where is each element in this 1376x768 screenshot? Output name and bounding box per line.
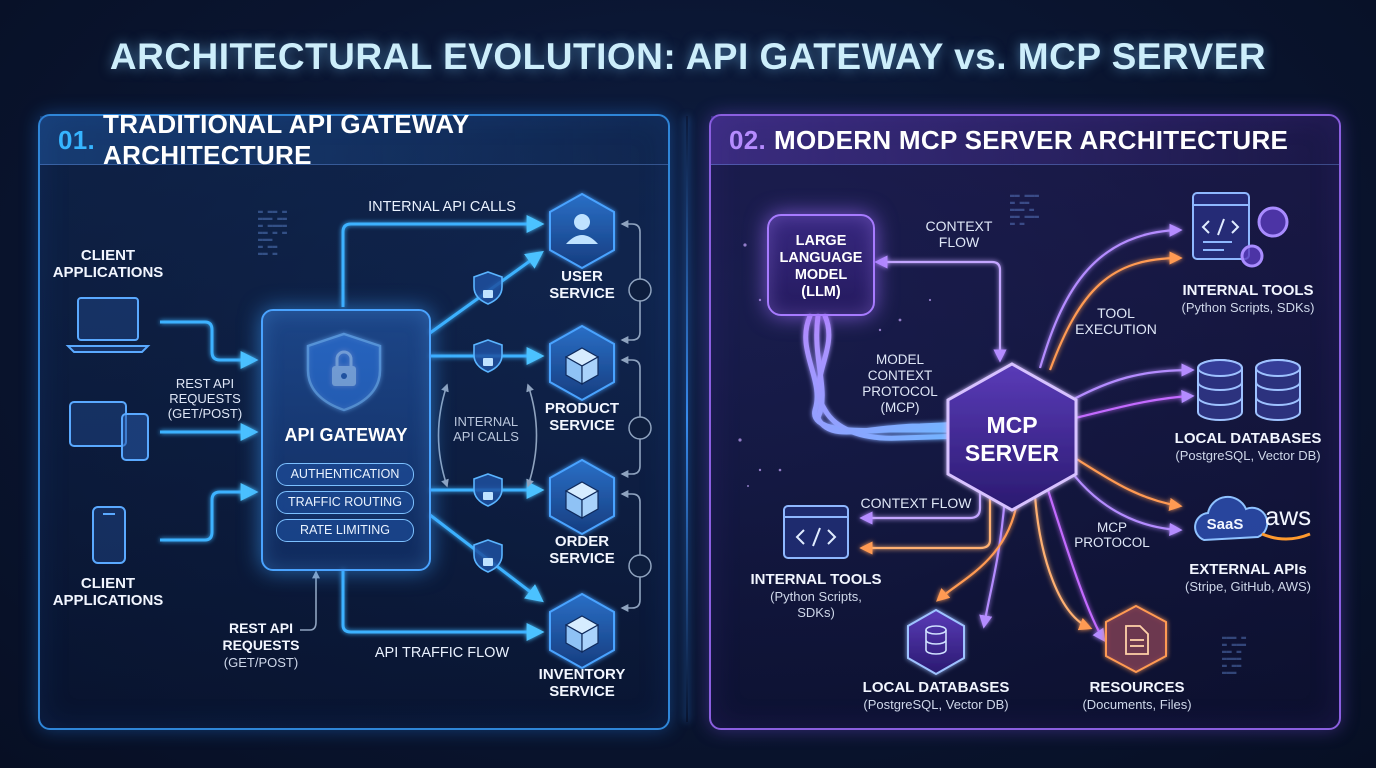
gateway-feature-rate-limiting: RATE LIMITING — [276, 519, 414, 542]
api-traffic-flow-label: API TRAFFIC FLOW — [374, 645, 510, 661]
local-db-hexagon — [907, 608, 965, 676]
sparkle-dots — [738, 243, 932, 487]
mcp-protocol-label: MCP PROTOCOL — [1074, 520, 1150, 550]
model-context-protocol-label: MODEL CONTEXT PROTOCOL (MCP) — [862, 352, 938, 415]
external-apis-subtitle: (Stripe, GitHub, AWS) — [1185, 579, 1311, 594]
mcp-bottom-wires — [859, 489, 1106, 643]
mcp-right-wires — [1038, 223, 1195, 537]
mcp-server-hexagon — [946, 362, 1078, 512]
saas-cloud-icon — [1194, 495, 1269, 542]
cube-icon — [564, 615, 600, 654]
decorative-code-lines: ▬▬▬ ▬ ▬ ▬▬▬ ▬▬ ▬ ▬▬▬▬ ▬ ▬▬ ▬▬▬ — [1222, 633, 1247, 677]
rest-api-requests-bottom-label: REST API REQUESTS — [222, 620, 300, 653]
cube-icon — [564, 347, 600, 386]
service-label-user: USER SERVICE — [549, 268, 615, 302]
llm-label: LARGE LANGUAGE MODEL (LLM) — [779, 233, 863, 300]
database-icon — [1197, 359, 1243, 421]
local-databases-subtitle: (PostgreSQL, Vector DB) — [1175, 448, 1321, 463]
resources-title: RESOURCES — [1089, 679, 1185, 696]
client-applications-label: CLIENT APPLICATIONS — [52, 247, 164, 281]
api-gateway-title: API GATEWAY — [284, 425, 408, 445]
panel-header-mcp: 02. MODERN MCP SERVER ARCHITECTURE — [711, 116, 1339, 165]
phone-icon — [92, 506, 126, 564]
local-databases-title: LOCAL DATABASES — [1174, 430, 1322, 447]
context-flow-top-arrow — [874, 255, 1007, 363]
panel-heading: MODERN MCP SERVER ARCHITECTURE — [774, 124, 1289, 155]
gateway-feature-traffic-routing: TRAFFIC ROUTING — [276, 491, 414, 514]
panel-heading: TRADITIONAL API GATEWAY ARCHITECTURE — [103, 109, 470, 170]
internal-tools-title: INTERNAL TOOLS — [750, 571, 882, 588]
service-label-product: PRODUCT SERVICE — [544, 400, 620, 434]
context-flow-bottom-label: CONTEXT FLOW — [860, 495, 972, 511]
panel-number: 01. — [58, 124, 96, 155]
sync-circle-icons — [628, 278, 652, 578]
mcp-protocol-braid — [803, 313, 968, 441]
internal-tools-subtitle: (Python Scripts, SDKs) — [1181, 300, 1315, 315]
code-window-icon — [1192, 192, 1250, 260]
gateway-feature-authentication: AUTHENTICATION — [276, 463, 414, 486]
client-applications-label: CLIENT APPLICATIONS — [52, 575, 164, 609]
service-label-inventory: INVENTORY SERVICE — [538, 666, 626, 700]
internal-tools-subtitle: (Python Scripts, SDKs) — [770, 589, 862, 620]
tool-execution-label: TOOL EXECUTION — [1075, 305, 1157, 337]
panel-header-traditional: 01. TRADITIONAL API GATEWAY ARCHITECTURE — [40, 109, 668, 170]
user-icon — [566, 214, 598, 244]
internal-api-calls-label: INTERNAL API CALLS — [368, 199, 516, 215]
context-flow-top-label: CONTEXT FLOW — [925, 218, 993, 250]
page-title: ARCHITECTURAL EVOLUTION: API GATEWAY vs.… — [109, 36, 1267, 77]
decorative-code-lines: ▬ ▬▬ ▬ ▬▬▬ ▬▬ ▬ ▬▬▬▬ ▬▬ ▬ ▬ ▬▬▬ ▬ ▬▬ ▬▬ … — [258, 207, 287, 258]
database-icon — [1255, 359, 1301, 421]
internal-api-curves — [437, 383, 538, 488]
document-icon — [1125, 625, 1149, 655]
api-gateway-box[interactable]: API GATEWAY AUTHENTICATION TRAFFIC ROUTI… — [261, 309, 431, 571]
resources-subtitle: (Documents, Files) — [1082, 697, 1192, 712]
rest-api-method-label: (GET/POST) — [223, 655, 299, 670]
saas-label: SaaS — [1206, 516, 1244, 533]
aws-label: aws — [1264, 501, 1312, 531]
panel-divider — [686, 116, 688, 722]
decorative-code-lines: ▬▬ ▬▬▬ ▬ ▬▬ ▬▬▬ ▬ ▬▬ ▬▬▬ ▬ ▬ — [1010, 191, 1039, 228]
rest-api-bottom-arrow — [300, 570, 320, 631]
service-label-order: ORDER SERVICE — [549, 533, 615, 567]
rest-api-requests-label: REST API REQUESTS (GET/POST) — [167, 376, 243, 421]
resources-hexagon — [1105, 604, 1167, 674]
database-icon — [925, 625, 947, 655]
local-databases-subtitle: (PostgreSQL, Vector DB) — [863, 697, 1009, 712]
gear-icon — [1240, 206, 1289, 268]
internal-tools-title: INTERNAL TOOLS — [1182, 282, 1314, 299]
internal-api-calls-mid-label: INTERNAL API CALLS — [453, 414, 519, 444]
code-window-icon — [783, 505, 849, 559]
panel-number: 02. — [729, 124, 767, 155]
mcp-server-label: MCP SERVER — [964, 412, 1060, 466]
llm-box[interactable]: LARGE LANGUAGE MODEL (LLM) — [767, 214, 875, 316]
external-apis-title: EXTERNAL APIs — [1189, 561, 1307, 578]
cube-icon — [564, 481, 600, 520]
laptop-icon — [65, 297, 151, 353]
shield-lock-glyphs — [483, 290, 493, 566]
tablet-phone-icon — [69, 401, 149, 461]
aws-smile-icon — [1261, 532, 1311, 541]
client-arrows — [160, 320, 259, 542]
security-shield-icons — [473, 271, 503, 573]
local-databases-title: LOCAL DATABASES — [862, 679, 1010, 696]
